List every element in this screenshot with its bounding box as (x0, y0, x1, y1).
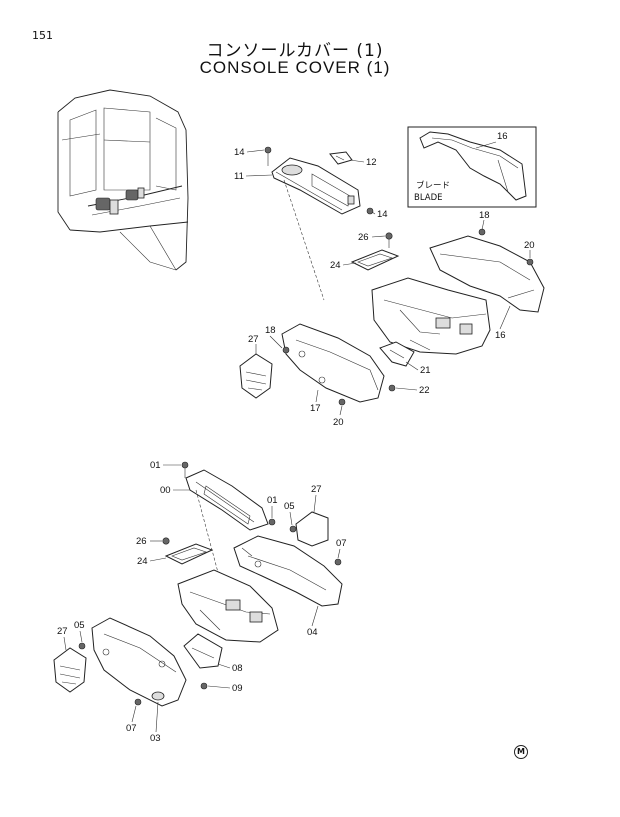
manufacturer-logo-mark: M (514, 745, 528, 759)
callout-01-right: 01 (267, 495, 278, 506)
callout-26: 26 (358, 232, 369, 243)
callout-16-inset: 16 (497, 131, 508, 142)
callout-26: 26 (136, 536, 147, 547)
lower-callouts: 01 00 01 05 27 26 24 07 04 05 27 08 09 0… (57, 460, 347, 744)
upper-assembly (239, 146, 545, 406)
callout-03: 03 (150, 733, 161, 744)
callout-27-upper: 27 (311, 484, 322, 495)
callout-05-left: 05 (74, 620, 85, 631)
callout-05: 05 (284, 501, 295, 512)
callout-11: 11 (234, 171, 244, 182)
callout-00: 00 (160, 485, 171, 496)
callout-17: 17 (310, 403, 321, 414)
callout-18-left: 18 (265, 325, 276, 336)
callout-18: 18 (479, 210, 490, 221)
callout-12: 12 (366, 157, 377, 168)
callout-14: 14 (234, 147, 245, 158)
callout-27-lower: 27 (57, 626, 68, 637)
upper-callouts: 14 12 11 14 18 20 26 24 16 18 27 21 22 1… (234, 147, 535, 428)
inset-label-english: BLADE (414, 193, 443, 203)
cab-location-sketch (57, 89, 189, 271)
callout-09: 09 (232, 683, 243, 694)
page-title-japanese: コンソールカバー (1) (206, 41, 384, 61)
callout-20: 20 (524, 240, 535, 251)
callout-08: 08 (232, 663, 243, 674)
callout-01: 01 (150, 460, 161, 471)
callout-14-right: 14 (377, 209, 388, 220)
callout-20-bottom: 20 (333, 417, 344, 428)
callout-21: 21 (420, 365, 431, 376)
inset-label-japanese: ブレード (416, 180, 450, 191)
page-number: 151 (32, 29, 53, 42)
callout-07: 07 (336, 538, 347, 549)
inset-blade-box: 16 ブレード BLADE (407, 126, 537, 208)
callout-27: 27 (248, 334, 259, 345)
callout-22: 22 (419, 385, 430, 396)
callout-07-lower: 07 (126, 723, 137, 734)
callout-16: 16 (495, 330, 506, 341)
callout-24: 24 (330, 260, 341, 271)
page-title-english: CONSOLE COVER (1) (199, 58, 391, 77)
callout-24: 24 (137, 556, 148, 567)
callout-04: 04 (307, 627, 318, 638)
lower-assembly (53, 461, 343, 707)
